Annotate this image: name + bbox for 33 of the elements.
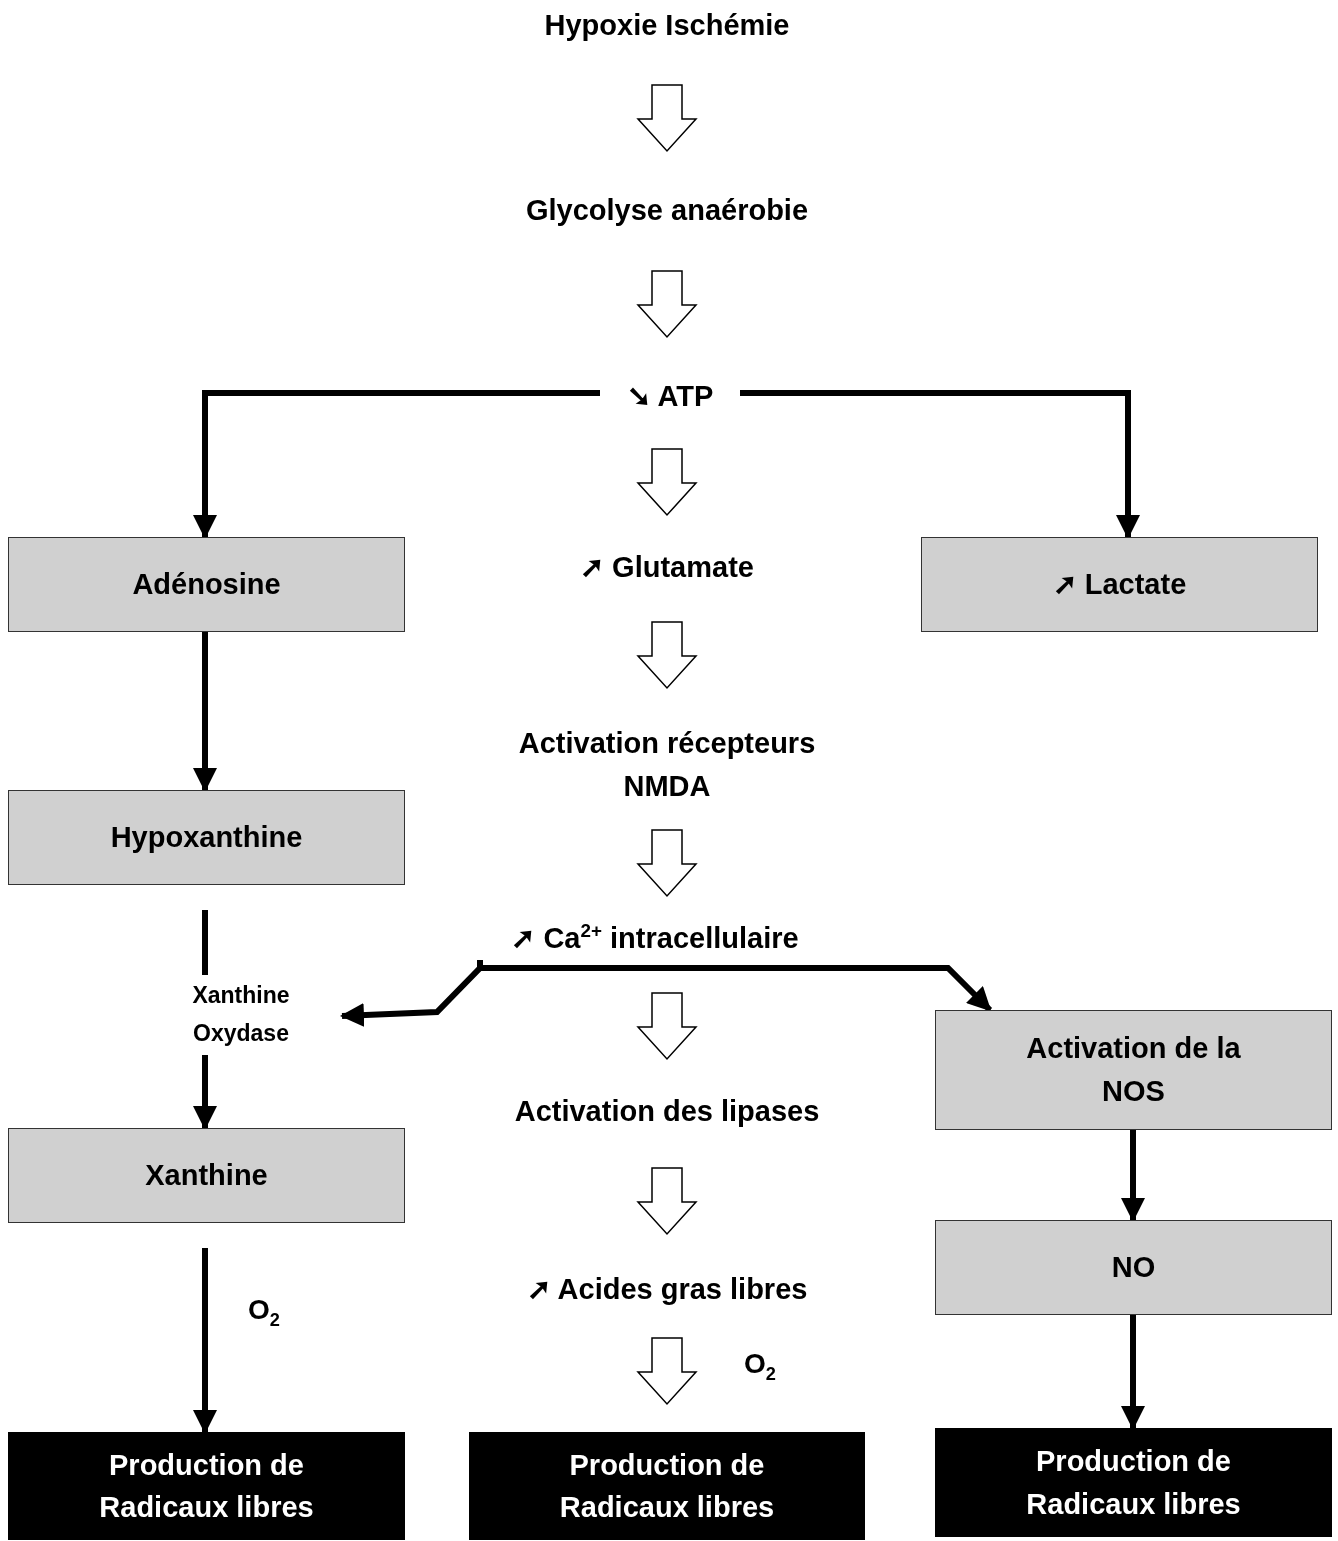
step-text: Activation récepteurs NMDA — [470, 722, 864, 808]
block-arrow — [636, 270, 698, 339]
arrow — [740, 390, 1140, 539]
block-arrow — [636, 992, 698, 1061]
process-box: ➚ Lactate — [921, 537, 1318, 632]
step-text: Hypoxie Ischémie — [480, 8, 854, 44]
step-text: Glycolyse anaérobie — [470, 192, 864, 230]
block-arrow — [636, 1337, 698, 1406]
arrow — [1121, 1130, 1145, 1222]
arrow — [193, 1055, 217, 1130]
process-box: NO — [935, 1220, 1332, 1315]
enzyme-text: Xanthine Oxydase — [170, 975, 312, 1055]
block-arrow — [636, 829, 698, 898]
arrow — [193, 390, 600, 539]
step-text: ➚ Glutamate — [540, 548, 794, 588]
result-box: Production de Radicaux libres — [8, 1432, 405, 1540]
result-box: Production de Radicaux libres — [935, 1428, 1332, 1537]
arrow — [193, 1248, 217, 1434]
block-arrow — [636, 1167, 698, 1236]
arrow — [193, 632, 217, 792]
step-text: ➚ Acides gras libres — [480, 1270, 854, 1310]
step-text: Activation des lipases — [470, 1092, 864, 1132]
process-box: Xanthine — [8, 1128, 405, 1223]
process-box: Activation de la NOS — [935, 1010, 1332, 1130]
block-arrow — [636, 621, 698, 690]
step-text: ➘ ATP — [600, 378, 740, 416]
step-text: ➚ Ca$^{2+}$ intracellulaire — [480, 918, 830, 960]
block-arrow — [636, 448, 698, 517]
process-box: Adénosine — [8, 537, 405, 632]
process-box: Hypoxanthine — [8, 790, 405, 885]
arrow — [1121, 1315, 1145, 1430]
block-arrow — [636, 84, 698, 153]
result-box: Production de Radicaux libres — [469, 1432, 865, 1540]
